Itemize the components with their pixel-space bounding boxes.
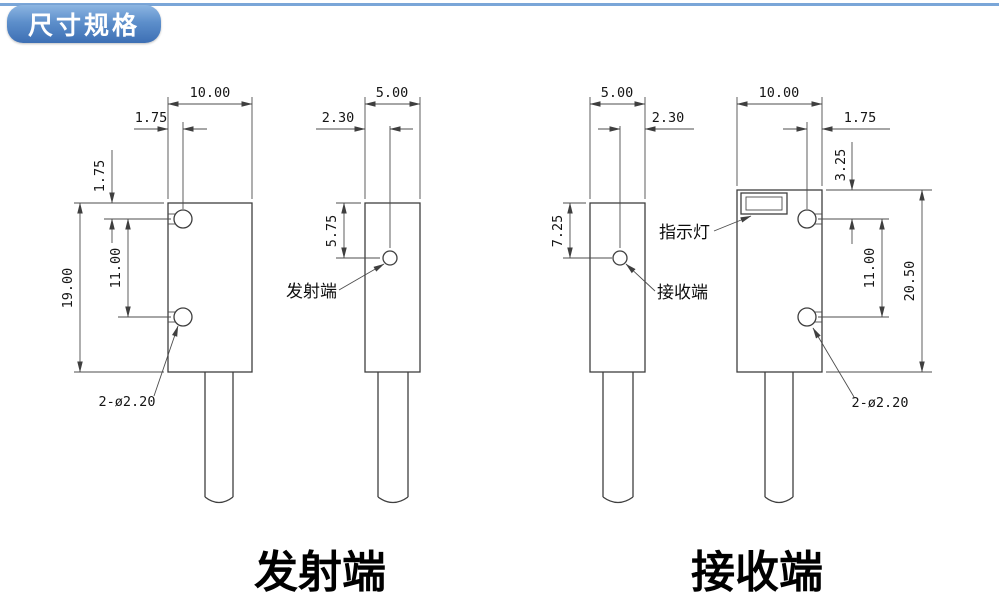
dim-hole-from-top: 5.75 — [324, 215, 340, 248]
receiver-side-cable — [602, 372, 634, 504]
emitter-body-outline — [167, 202, 253, 373]
dimension-lines — [74, 97, 253, 397]
hole-diameter-note: 2-ø2.20 — [99, 394, 156, 410]
dim-width: 10.00 — [759, 85, 800, 101]
receiver-side-view: 5.00 2.30 7.25 接收端 — [550, 85, 708, 504]
mounting-hole-top — [173, 209, 193, 229]
mounting-slot-lines — [168, 213, 175, 323]
receiver-front-view: 10.00 1.75 3.25 11.00 20.50 2-ø2.20 指示灯 — [659, 85, 932, 504]
emitter-section-title: 发射端 — [254, 548, 386, 594]
dim-hole-offset-y: 1.75 — [92, 160, 108, 193]
mounting-hole-bottom — [797, 307, 817, 327]
receiver-side-outline — [589, 202, 646, 373]
hole-diameter-note: 2-ø2.20 — [852, 395, 909, 411]
emitter-cable — [204, 372, 234, 504]
dim-depth: 5.00 — [601, 85, 634, 101]
dim-hole-offset: 2.30 — [322, 110, 355, 126]
receiver-section-title: 接收端 — [691, 548, 823, 594]
mounting-slot-lines — [815, 213, 822, 323]
indicator-led-inner — [745, 196, 783, 211]
dim-width: 10.00 — [190, 85, 231, 101]
dim-hole-spacing: 11.00 — [108, 248, 124, 289]
page-title-badge: 尺寸规格 — [7, 5, 161, 43]
receiver-cable — [764, 372, 794, 504]
receiver-lens-hole — [612, 250, 628, 266]
dim-hole-from-top: 7.25 — [550, 215, 566, 248]
emitter-lens-hole — [382, 250, 398, 266]
dim-hole-offset: 2.30 — [652, 110, 685, 126]
dim-hole-spacing: 11.00 — [862, 248, 878, 289]
dimension-lines — [563, 97, 694, 292]
header-accent-line — [0, 3, 999, 6]
emitter-callout-label: 发射端 — [286, 282, 337, 302]
dim-hole-offset-x: 1.75 — [135, 110, 168, 126]
dim-led-offset-y: 3.25 — [833, 149, 849, 182]
receiver-callout-label: 接收端 — [657, 283, 708, 303]
dimension-lines — [316, 97, 421, 291]
dim-height: 20.50 — [902, 261, 918, 302]
mounting-hole-top — [797, 209, 817, 229]
dim-depth: 5.00 — [376, 85, 409, 101]
emitter-side-view: 5.00 2.30 5.75 发射端 — [286, 85, 421, 504]
emitter-front-view: 10.00 1.75 1.75 11.00 19.00 2-ø2.20 — [60, 85, 253, 504]
dim-hole-offset-x: 1.75 — [844, 110, 877, 126]
dim-height: 19.00 — [60, 268, 76, 309]
mounting-hole-bottom — [173, 307, 193, 327]
indicator-led-label: 指示灯 — [659, 223, 710, 243]
dimension-lines — [713, 97, 932, 398]
emitter-side-cable — [377, 372, 409, 504]
emitter-side-outline — [364, 202, 421, 373]
indicator-led-outer — [740, 192, 788, 215]
receiver-body-outline — [736, 189, 823, 373]
